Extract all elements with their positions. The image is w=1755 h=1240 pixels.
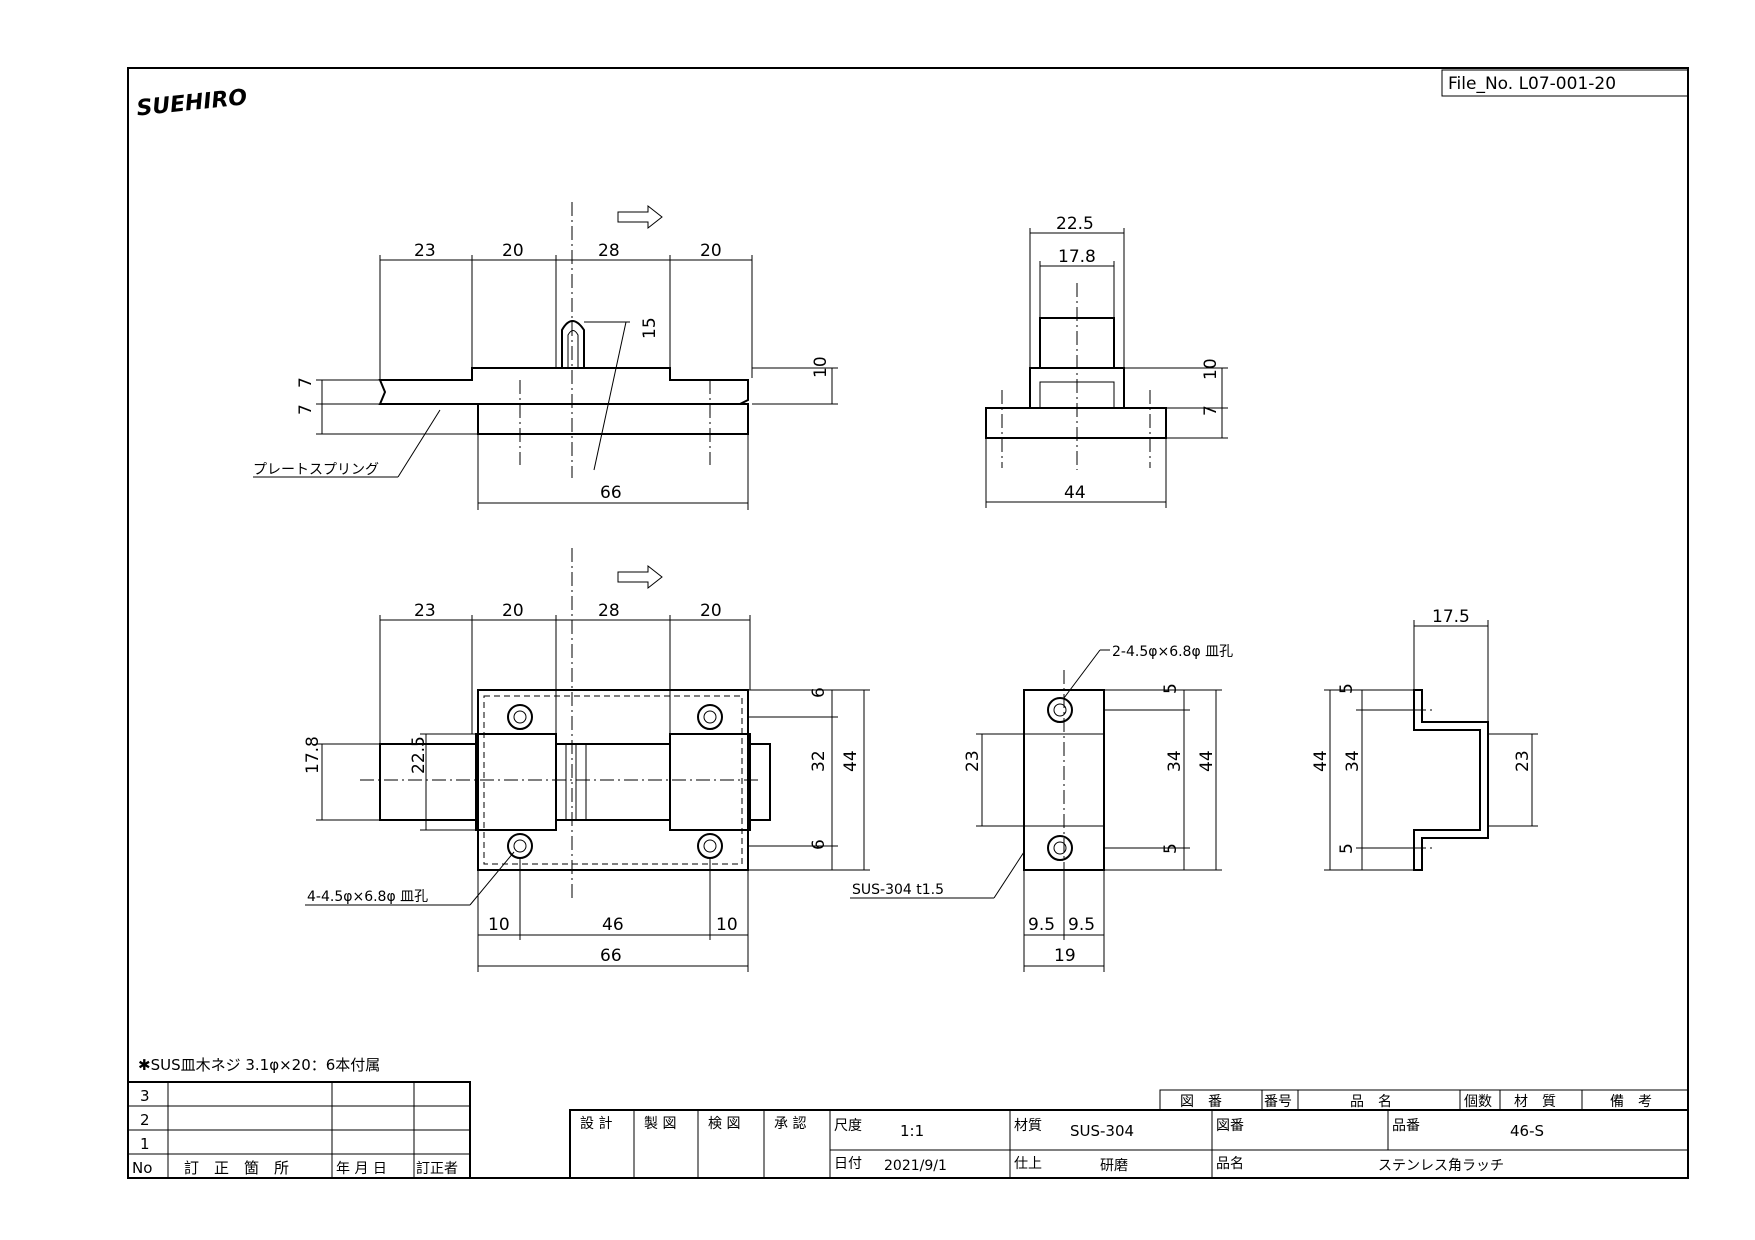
rev-header-editor: 訂正者 <box>416 1161 458 1177</box>
top-dim-left-1: 7 <box>296 377 316 388</box>
tb-finish: 研磨 <box>1100 1158 1128 1174</box>
keeper-side-dim-left-4: 5 <box>1337 843 1357 854</box>
top-view: 23 20 28 20 15 10 7 7 66 プレートスプリング <box>253 202 838 510</box>
tb-material: SUS-304 <box>1070 1122 1134 1140</box>
front-dim-3: 28 <box>598 601 620 621</box>
keeper-side-dim-top: 17.5 <box>1432 607 1470 627</box>
tb-head-drawing: 図 番 <box>1180 1094 1222 1110</box>
tb-part-no: 46-S <box>1510 1122 1544 1140</box>
suehiro-logo: SUEHIRO <box>135 85 248 121</box>
keeper-dim-left: 23 <box>963 750 983 772</box>
tb-approval-approve: 承 認 <box>774 1116 806 1132</box>
front-dim-bottom-3: 10 <box>716 915 738 935</box>
tb-part-no-label: 品番 <box>1392 1118 1420 1134</box>
tb-finish-label: 仕上 <box>1014 1156 1042 1172</box>
keeper-dim-total: 19 <box>1054 946 1076 966</box>
front-dim-bottom-1: 10 <box>488 915 510 935</box>
tb-approval-design: 設 計 <box>580 1116 612 1132</box>
front-dim-left-1: 17.8 <box>303 736 323 774</box>
tb-material-label: 材質 <box>1014 1118 1042 1134</box>
front-dim-4: 20 <box>700 601 722 621</box>
front-dim-right-1: 6 <box>809 687 829 698</box>
top-dim-3: 28 <box>598 241 620 261</box>
keeper-side-dim-left-2: 44 <box>1311 750 1331 772</box>
front-view: 23 20 28 20 6 32 6 44 17.8 22.5 4-4.5φ×6… <box>303 548 870 972</box>
tb-scale: 1:1 <box>900 1122 924 1140</box>
rev-row-2: 2 <box>140 1111 150 1129</box>
front-dim-bottom-2: 46 <box>602 915 624 935</box>
side-dim-right-2: 7 <box>1201 405 1221 416</box>
keeper-dim-right-3: 5 <box>1161 843 1181 854</box>
side-dim-right-1: 10 <box>1201 358 1221 380</box>
accessory-note: ✱SUS皿木ネジ 3.1φ×20：6本付属 <box>138 1056 380 1074</box>
tb-head-name: 品 名 <box>1350 1094 1392 1110</box>
side-dim-inner: 17.8 <box>1058 247 1096 267</box>
rev-header-no: No <box>132 1159 152 1177</box>
front-dim-1: 23 <box>414 601 436 621</box>
keeper-dim-bottom-2: 9.5 <box>1068 915 1095 935</box>
tb-head-qty: 個数 <box>1464 1094 1492 1110</box>
direction-arrow-icon <box>617 204 663 230</box>
top-dim-height: 15 <box>640 317 660 339</box>
tb-head-material: 材 質 <box>1514 1094 1556 1110</box>
rev-header-date: 年 月 日 <box>336 1161 387 1177</box>
tb-name-label: 品名 <box>1216 1156 1244 1172</box>
tb-approval-draft: 製 図 <box>644 1116 676 1132</box>
file-no-box <box>1441 69 1689 97</box>
top-dim-1: 23 <box>414 241 436 261</box>
rev-row-3: 3 <box>140 1087 150 1105</box>
plate-spring-callout: プレートスプリング <box>253 462 379 478</box>
keeper-material-callout: SUS-304 t1.5 <box>852 882 944 898</box>
front-dim-left-2: 22.5 <box>409 736 429 774</box>
tb-approval-check: 検 図 <box>708 1116 740 1132</box>
top-dim-left-2: 7 <box>296 404 316 415</box>
title-block: 図 番 番号 品 名 個数 材 質 備 考 設 計 製 図 検 図 承 認 尺度… <box>569 1089 1689 1179</box>
tb-name: ステンレス角ラッチ <box>1378 1158 1504 1174</box>
keeper-dim-right-4: 44 <box>1197 750 1217 772</box>
keeper-side-dim-left-3: 34 <box>1343 750 1363 772</box>
front-dim-total: 66 <box>600 946 622 966</box>
front-dim-right-3: 6 <box>809 839 829 850</box>
keeper-side-dim-right: 23 <box>1513 750 1533 772</box>
top-dim-2: 20 <box>502 241 524 261</box>
keeper-dim-right-1: 5 <box>1161 683 1181 694</box>
tb-date: 2021/9/1 <box>884 1158 947 1174</box>
keeper-hole-callout: 2-4.5φ×6.8φ 皿孔 <box>1112 644 1233 660</box>
top-dim-bottom: 66 <box>600 483 622 503</box>
front-dim-right-2: 32 <box>809 750 829 772</box>
tb-head-number: 番号 <box>1264 1094 1292 1110</box>
rev-header-desc: 訂 正 箇 所 <box>184 1159 289 1177</box>
front-dim-right-4: 44 <box>841 750 861 772</box>
top-dim-right: 10 <box>811 356 831 378</box>
top-dim-4: 20 <box>700 241 722 261</box>
tb-date-label: 日付 <box>834 1156 862 1172</box>
side-view: 22.5 17.8 10 7 44 <box>985 214 1228 508</box>
side-dim-outer: 22.5 <box>1056 214 1094 234</box>
front-dim-2: 20 <box>502 601 524 621</box>
keeper-side-dim-left-1: 5 <box>1337 683 1357 694</box>
front-hole-callout: 4-4.5φ×6.8φ 皿孔 <box>307 889 428 905</box>
keeper-side-view: 17.5 5 44 34 5 23 <box>1311 607 1538 871</box>
tb-head-remarks: 備 考 <box>1610 1094 1652 1110</box>
file-no: File_No. L07-001-20 <box>1448 74 1616 94</box>
rev-row-1: 1 <box>140 1135 150 1153</box>
keeper-dim-right-2: 34 <box>1165 750 1185 772</box>
logo-text: SUEHIRO <box>135 85 248 121</box>
mounting-holes <box>507 704 723 859</box>
side-dim-bottom: 44 <box>1064 483 1086 503</box>
keeper-dim-bottom-1: 9.5 <box>1028 915 1055 935</box>
revision-table: 3 2 1 No 訂 正 箇 所 年 月 日 訂正者 <box>127 1081 471 1179</box>
keeper-front-view: 2-4.5φ×6.8φ 皿孔 SUS-304 t1.5 23 5 34 5 44… <box>850 644 1233 972</box>
tb-scale-label: 尺度 <box>834 1118 862 1134</box>
tb-drawing-no-label: 図番 <box>1216 1118 1244 1134</box>
direction-arrow-icon-2 <box>617 564 663 590</box>
